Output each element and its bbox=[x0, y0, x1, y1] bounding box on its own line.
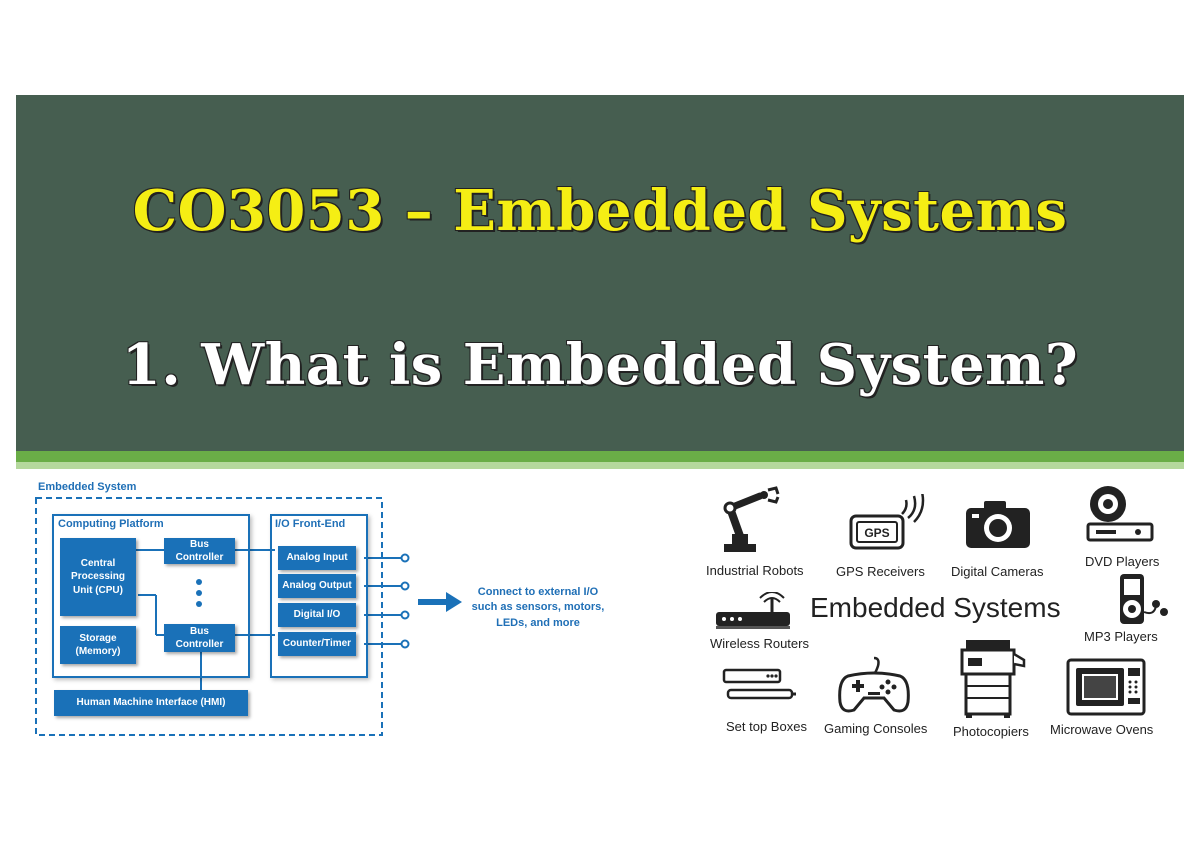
app-label: Gaming Consoles bbox=[824, 721, 928, 736]
counter-timer-block: Counter/Timer bbox=[278, 632, 356, 656]
digital-io-block: Digital I/O bbox=[278, 603, 356, 627]
io-frontend-frame bbox=[270, 514, 368, 678]
embedded-systems-heading: Embedded Systems bbox=[810, 592, 1061, 623]
app-label: GPS Receivers bbox=[836, 564, 925, 579]
mp3-player-icon bbox=[1120, 574, 1168, 624]
gamepad-icon bbox=[838, 656, 910, 713]
arrow-right-icon bbox=[418, 592, 462, 612]
app-label: Digital Cameras bbox=[951, 564, 1044, 579]
computing-platform-label: Computing Platform bbox=[58, 518, 164, 530]
camera-icon bbox=[966, 501, 1030, 548]
app-label: Microwave Ovens bbox=[1050, 722, 1154, 737]
title-banner bbox=[16, 95, 1184, 451]
svg-text:GPS: GPS bbox=[864, 526, 889, 540]
app-label: Set top Boxes bbox=[726, 719, 807, 734]
app-label: MP3 Players bbox=[1084, 629, 1158, 644]
embedded-system-boundary bbox=[35, 497, 383, 736]
app-label: Photocopiers bbox=[953, 724, 1029, 739]
app-label: Industrial Robots bbox=[706, 563, 804, 578]
course-title: CO3053 – Embedded Systems bbox=[132, 178, 1068, 244]
app-label: DVD Players bbox=[1085, 554, 1160, 569]
analog-input-block: Analog Input bbox=[278, 546, 356, 570]
photocopier-icon bbox=[960, 640, 1026, 718]
diagram-connectors bbox=[35, 497, 462, 736]
embedded-system-diagram: Embedded System Computing Platform I/O F… bbox=[30, 478, 620, 740]
robot-arm-icon bbox=[723, 486, 780, 552]
dvd-player-icon bbox=[1086, 486, 1154, 542]
lecture-title: 1. What is Embedded System? bbox=[121, 332, 1079, 398]
set-top-box-icon bbox=[722, 668, 796, 700]
embedded-system-label: Embedded System bbox=[38, 481, 137, 493]
microwave-icon bbox=[1066, 658, 1146, 716]
analog-output-block: Analog Output bbox=[278, 574, 356, 598]
app-label: Wireless Routers bbox=[710, 636, 809, 651]
io-frontend-label: I/O Front-End bbox=[275, 518, 346, 530]
storage-block: Storage(Memory) bbox=[60, 626, 136, 664]
banner-accent-stripe-light bbox=[16, 462, 1184, 469]
banner-accent-stripe bbox=[16, 451, 1184, 462]
gps-icon: GPS bbox=[849, 494, 925, 550]
router-icon bbox=[716, 592, 790, 629]
hmi-block: Human Machine Interface (HMI) bbox=[54, 690, 248, 716]
computing-platform-frame bbox=[52, 514, 250, 678]
